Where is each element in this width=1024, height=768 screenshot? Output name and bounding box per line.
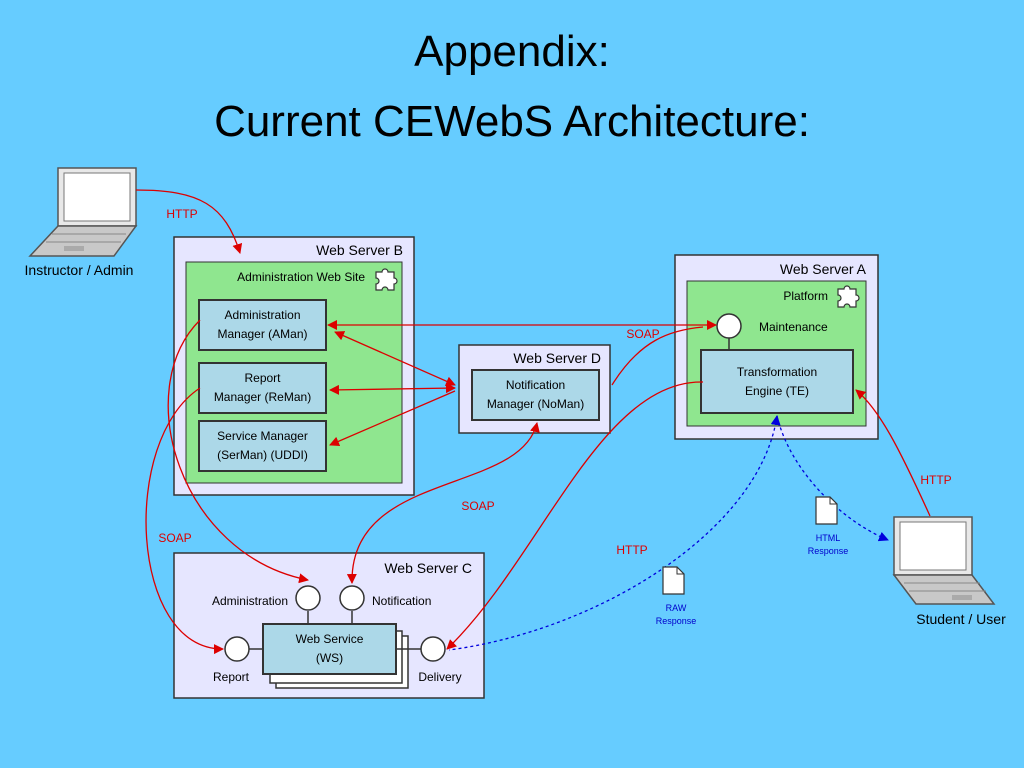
web-server-b-title: Web Server B [316,242,403,258]
http-label-instructor: HTTP [166,207,197,221]
http-instructor-arrow [135,189,243,254]
ws-label-1: Web Service [296,632,364,646]
serman-label-1: Service Manager [217,429,308,443]
aman-noman-arrow [334,331,456,386]
admin-web-site-label: Administration Web Site [237,270,365,284]
html-response-label-1: HTML [816,533,841,543]
web-server-d: Web Server D Notification Manager (NoMan… [458,344,611,434]
noman-label-1: Notification [506,378,565,392]
noman-label-2: Manager (NoMan) [487,397,584,411]
page-title-line1: Appendix: [414,27,610,76]
notification-label: Notification [372,594,431,608]
soap-noman-notification-arrow [346,422,540,584]
ws-label-2: (WS) [316,651,343,665]
html-response-label-2: Response [808,546,849,556]
soap-label-d: SOAP [461,499,494,513]
html-response-document-icon [815,496,838,525]
web-server-a: Web Server A Platform Maintenance Transf… [674,254,879,440]
plugin-puzzle-icon [837,285,860,308]
delivery-label: Delivery [418,670,461,684]
http-label-ws: HTTP [616,543,647,557]
platform-label: Platform [783,289,828,303]
connections [135,189,931,655]
aman-box [198,299,327,351]
web-server-d-title: Web Server D [513,350,601,366]
notification-interface [339,585,365,611]
http-label-student: HTTP [920,473,951,487]
web-server-c-title: Web Server C [384,560,472,576]
te-label-2: Engine (TE) [745,384,809,398]
html-response-flow [776,415,889,542]
administration-label: Administration [212,594,288,608]
maintenance-label: Maintenance [759,320,828,334]
raw-response-document-icon [662,566,685,595]
http-student-te-arrow [855,389,931,517]
te-label-1: Transformation [737,365,817,379]
noman-box [471,369,600,421]
student-laptop-icon [892,516,996,605]
te-box [700,349,854,414]
plugin-puzzle-icon [375,268,398,291]
delivery-interface [420,636,446,662]
serman-box [198,420,327,472]
soap-label-c: SOAP [158,531,191,545]
reman-label-1: Report [244,371,281,385]
raw-response-label-2: Response [656,616,697,626]
raw-response-label-1: RAW [666,603,687,613]
serman-label-2: (SerMan) (UDDI) [217,448,308,462]
soap-label-a: SOAP [626,327,659,341]
student-label: Student / User [916,611,1006,627]
noman-maintenance-link [611,326,704,386]
page-title-line2: Current CEWebS Architecture: [214,97,810,146]
instructor-label: Instructor / Admin [25,262,134,278]
reman-noman-arrow [329,383,456,395]
maintenance-interface [716,313,742,339]
aman-label-2: Manager (AMan) [217,327,307,341]
reman-report-arrow [145,387,224,655]
web-server-b: Web Server B Administration Web Site Adm… [173,236,415,496]
aman-administration-arrow [167,319,309,584]
reman-label-2: Manager (ReMan) [214,390,311,404]
web-server-c: Web Server C Web Service (WS) Administra… [173,552,485,699]
http-te-delivery-arrow [446,381,704,650]
report-interface [224,636,250,662]
report-label: Report [213,670,250,684]
ws-box [262,623,397,675]
raw-response-flow [448,415,781,651]
response-flows [448,415,889,651]
web-server-a-title: Web Server A [780,261,867,277]
administration-interface [295,585,321,611]
instructor-laptop-icon [28,167,138,257]
aman-label-1: Administration [224,308,300,322]
